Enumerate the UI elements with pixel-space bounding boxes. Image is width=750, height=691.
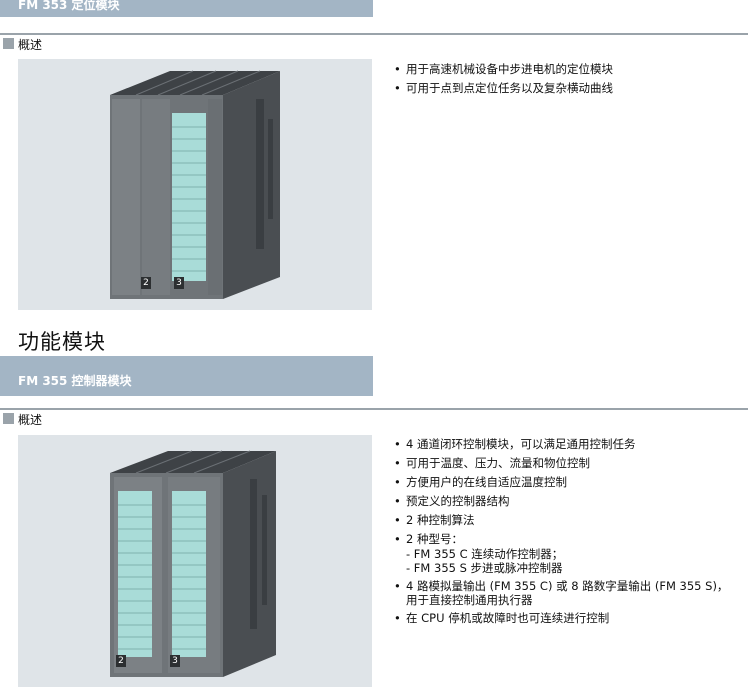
subhead-marker	[3, 38, 14, 49]
fm353-header-bar: FM 353 定位模块	[0, 0, 373, 17]
fm353-feature-list: 用于高速机械设备中步进电机的定位模块 可用于点到点定位任务以及复杂横动曲线	[393, 62, 613, 100]
model-option: - FM 355 S 步进或脉冲控制器	[406, 561, 563, 575]
list-item: 方便用户的在线自适应温度控制	[393, 475, 728, 490]
fm355-header-bar: FM 355 控制器模块	[0, 356, 373, 396]
fm355-badge-left: 2	[116, 655, 126, 667]
fm355-overview-subhead: 概述	[0, 408, 748, 428]
list-item: 可用于温度、压力、流量和物位控制	[393, 456, 728, 471]
list-item: 在 CPU 停机或故障时也可连续进行控制	[393, 611, 728, 626]
subhead-marker	[3, 413, 14, 424]
fm353-overview-label: 概述	[18, 38, 43, 52]
fm353-badge-right: 3	[174, 277, 184, 289]
list-item: 预定义的控制器结构	[393, 494, 728, 509]
fm353-badge-left: 2	[141, 277, 151, 289]
list-item: 用于高速机械设备中步进电机的定位模块	[393, 62, 613, 77]
fm353-overview-subhead: 概述	[0, 33, 748, 53]
section-title: 功能模块	[18, 330, 106, 354]
fm355-module-illustration	[110, 450, 276, 677]
list-item: 2 种控制算法	[393, 513, 728, 528]
list-item: 4 通道闭环控制模块，可以满足通用控制任务	[393, 437, 728, 452]
list-item: 4 路模拟量输出 (FM 355 C) 或 8 路数字量输出 (FM 355 S…	[393, 579, 728, 607]
list-item: 可用于点到点定位任务以及复杂横动曲线	[393, 81, 613, 96]
fm355-feature-list: 4 通道闭环控制模块，可以满足通用控制任务 可用于温度、压力、流量和物位控制 方…	[393, 437, 728, 630]
fm355-product-image: 2 3	[18, 435, 372, 687]
fm353-module-illustration	[110, 70, 280, 299]
list-item-continuation: 用于直接控制通用执行器	[406, 593, 533, 607]
fm353-product-image: 2 3	[18, 59, 372, 310]
fm355-badge-right: 3	[170, 655, 180, 667]
fm353-header-title: FM 353 定位模块	[18, 0, 120, 12]
fm355-overview-label: 概述	[18, 413, 43, 427]
fm355-header-title: FM 355 控制器模块	[18, 374, 132, 388]
list-item: 2 种型号： - FM 355 C 连续动作控制器； - FM 355 S 步进…	[393, 532, 728, 575]
model-option: - FM 355 C 连续动作控制器；	[406, 547, 564, 561]
